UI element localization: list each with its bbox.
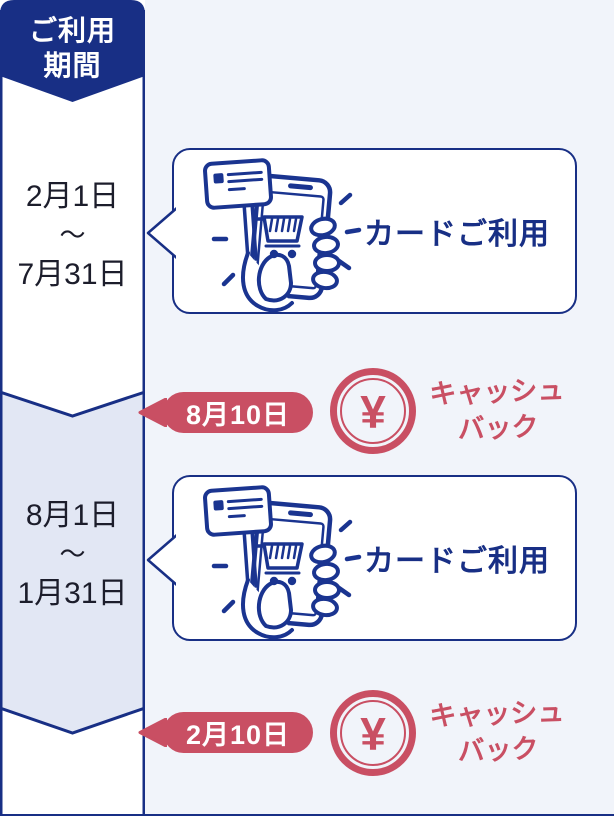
payout-date-1: 8月10日 <box>185 400 291 430</box>
timeline-chevron-divider-1 <box>0 390 145 418</box>
payout-date-2: 2月10日 <box>185 720 291 750</box>
cashback-1-line2: バック <box>457 411 540 445</box>
shopping-cart-icon <box>252 215 304 259</box>
period-1-dates: 2月1日 〜 7月31日 <box>0 177 145 294</box>
card-usage-bubble-2: カードご利用 <box>146 475 577 641</box>
phone-shopping-illustration <box>203 158 362 313</box>
timeline-header-line1: ご利用 <box>28 15 116 46</box>
card-usage-bubble-1: カードご利用 <box>146 148 577 314</box>
period-2-start: 8月1日 <box>25 499 120 532</box>
credit-card-icon-2 <box>203 485 273 537</box>
payout-date-badge-1: 8月10日 <box>138 392 313 433</box>
timeline-header-shape <box>0 0 145 102</box>
period-1-tilde: 〜 <box>59 220 86 250</box>
cashback-2-line1: キャッシュ <box>428 696 565 732</box>
card-usage-label-1: カードご利用 <box>364 218 550 251</box>
period-2-end: 1月31日 <box>17 577 128 610</box>
bubble-1-tail <box>146 205 182 261</box>
shopping-cart-icon-2 <box>252 542 304 586</box>
period-1-start: 2月1日 <box>25 180 120 213</box>
payout-date-badge-2: 2月10日 <box>138 712 313 753</box>
timeline-column <box>0 0 145 816</box>
timeline-chevron-divider-2 <box>0 706 145 735</box>
phone-shopping-illustration-2 <box>203 485 362 640</box>
bubble-2-tail <box>146 532 182 588</box>
yen-symbol-1: ¥ <box>360 386 386 438</box>
timeline-header-title: ご利用 期間 <box>0 13 145 83</box>
badge-2-tail <box>138 718 167 747</box>
cashback-label-1: キャッシュ バック <box>419 371 576 448</box>
timeline-header-line2: 期間 <box>43 50 102 81</box>
period-1-end: 7月31日 <box>17 258 128 291</box>
cashback-label-2: キャッシュ バック <box>419 693 576 770</box>
hand-fingers-2 <box>309 543 341 618</box>
sparkle-dashes-2 <box>211 519 362 614</box>
card-usage-label-2: カードご利用 <box>364 545 550 578</box>
cashback-1-line1: キャッシュ <box>428 374 565 410</box>
credit-card-icon <box>203 158 273 210</box>
badge-1-tail <box>138 398 167 427</box>
cashback-2-line2: バック <box>457 733 540 767</box>
period-2-dates: 8月1日 〜 1月31日 <box>0 496 145 613</box>
yen-symbol-2: ¥ <box>360 708 386 760</box>
yen-coin-icon-1: ¥ <box>330 368 416 454</box>
bottom-edge-line <box>0 813 614 816</box>
timeline-section-2-fill <box>0 392 145 733</box>
hand-fingers <box>309 216 341 291</box>
yen-coin-icon-2: ¥ <box>330 690 416 776</box>
period-2-tilde: 〜 <box>59 539 86 569</box>
sparkle-dashes <box>211 192 362 287</box>
